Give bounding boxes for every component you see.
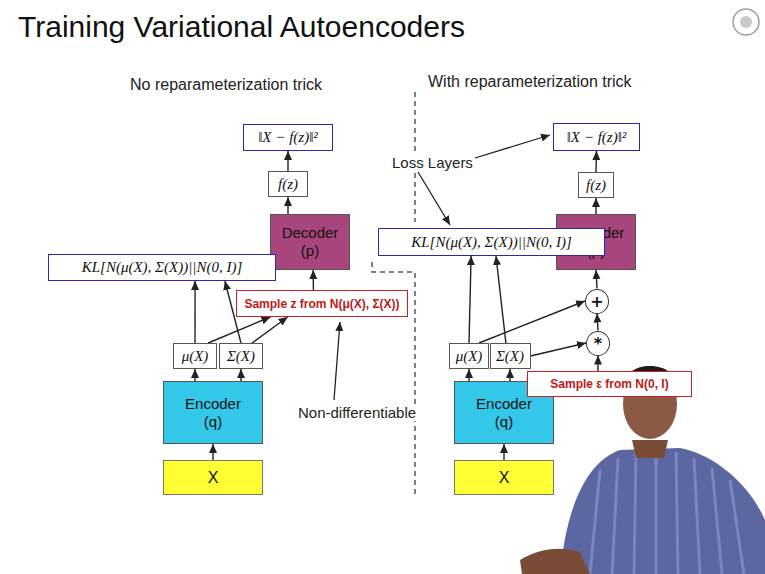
node-text: Σ(X): [496, 348, 524, 365]
node-text: ‖X − f(z)‖²: [258, 129, 318, 146]
input-box: X: [163, 460, 263, 495]
node-text: f(z): [278, 176, 298, 193]
sampling-box: Sample ε from N(0, I): [527, 371, 692, 397]
connector-arrow: [287, 197, 288, 214]
leader-line: [475, 135, 550, 158]
sampling-box: Sample z from N(μ(X), Σ(X)): [236, 290, 408, 317]
node-text: X: [208, 469, 219, 487]
connector-arrow: [503, 444, 504, 460]
node-text: Sample z from N(μ(X), Σ(X)): [244, 297, 399, 311]
decoder-box: Decoder (p): [270, 214, 350, 270]
kl-loss-box: KL[N(μ(X), Σ(X))||N(0, I)]: [48, 254, 276, 281]
connector-arrow: [596, 270, 597, 289]
loss-box: ‖X − f(z)‖²: [553, 123, 640, 151]
connector-arrow: [468, 369, 469, 381]
kl-loss-box: KL[N(μ(X), Σ(X))||N(0, I)]: [378, 228, 605, 256]
node-text: Σ(X): [227, 348, 255, 365]
mean-box: μ(X): [173, 343, 217, 369]
connector-arrow: [509, 369, 510, 381]
connector-arrow: [531, 343, 587, 356]
variance-box: Σ(X): [490, 343, 531, 369]
node-text: Decoder (p): [277, 224, 343, 260]
node-text: X: [499, 469, 510, 487]
connector-arrow: [595, 151, 597, 172]
function-box: f(z): [578, 172, 614, 198]
connector-arrow: [212, 444, 213, 460]
connector-arrow: [208, 317, 270, 343]
connector-arrow: [240, 369, 241, 381]
subtitle: With reparameterization trick: [428, 73, 632, 91]
node-text: Sample ε from N(0, I): [550, 377, 668, 391]
presenter-neck: [632, 440, 668, 458]
node-text: Encoder (q): [180, 395, 246, 431]
connector-arrow: [469, 256, 471, 343]
node-text: μ(X): [456, 348, 483, 365]
mean-box: μ(X): [449, 343, 489, 369]
presenter-figure: [520, 366, 765, 574]
connector-arrow: [252, 317, 288, 343]
connector-arrow: [479, 301, 585, 343]
annotation-label: Non-differentiable: [296, 404, 418, 421]
node-text: *: [594, 334, 602, 353]
presenter-shirt: [560, 448, 765, 574]
leader-line: [418, 172, 450, 225]
connector-arrow: [287, 151, 288, 171]
logo-mark: [733, 9, 759, 35]
shirt-stripes: [590, 452, 744, 574]
connector-arrow: [597, 314, 598, 331]
loss-box: ‖X − f(z)‖²: [243, 124, 333, 151]
node-text: KL[N(μ(X), Σ(X))||N(0, I)]: [82, 259, 243, 276]
connector-arrow: [194, 369, 195, 381]
product-circle: *: [586, 331, 610, 356]
leader-line: [334, 322, 340, 400]
connector-arrow: [595, 198, 596, 214]
subtitle: No reparameterization trick: [130, 76, 322, 94]
presenter-hand: [520, 549, 590, 574]
slide-title: Training Variational Autoencoders: [18, 10, 465, 44]
node-text: Encoder (q): [471, 395, 537, 431]
node-text: f(z): [586, 177, 606, 194]
input-box: X: [454, 460, 554, 495]
connector-arrow: [194, 281, 196, 343]
encoder-box: Encoder (q): [163, 381, 263, 444]
connector-arrow: [313, 270, 315, 290]
variance-box: Σ(X): [219, 343, 263, 369]
node-text: ‖X − f(z)‖²: [567, 129, 627, 146]
logo-mark: [740, 16, 752, 28]
function-box: f(z): [268, 171, 308, 197]
annotation-label: Loss Layers: [390, 154, 475, 171]
sum-circle: +: [585, 289, 609, 314]
connector-arrow: [496, 256, 506, 343]
node-text: +: [590, 292, 603, 311]
node-text: KL[N(μ(X), Σ(X))||N(0, I)]: [411, 234, 572, 251]
node-text: μ(X): [182, 348, 209, 365]
connector-arrow: [597, 356, 598, 372]
